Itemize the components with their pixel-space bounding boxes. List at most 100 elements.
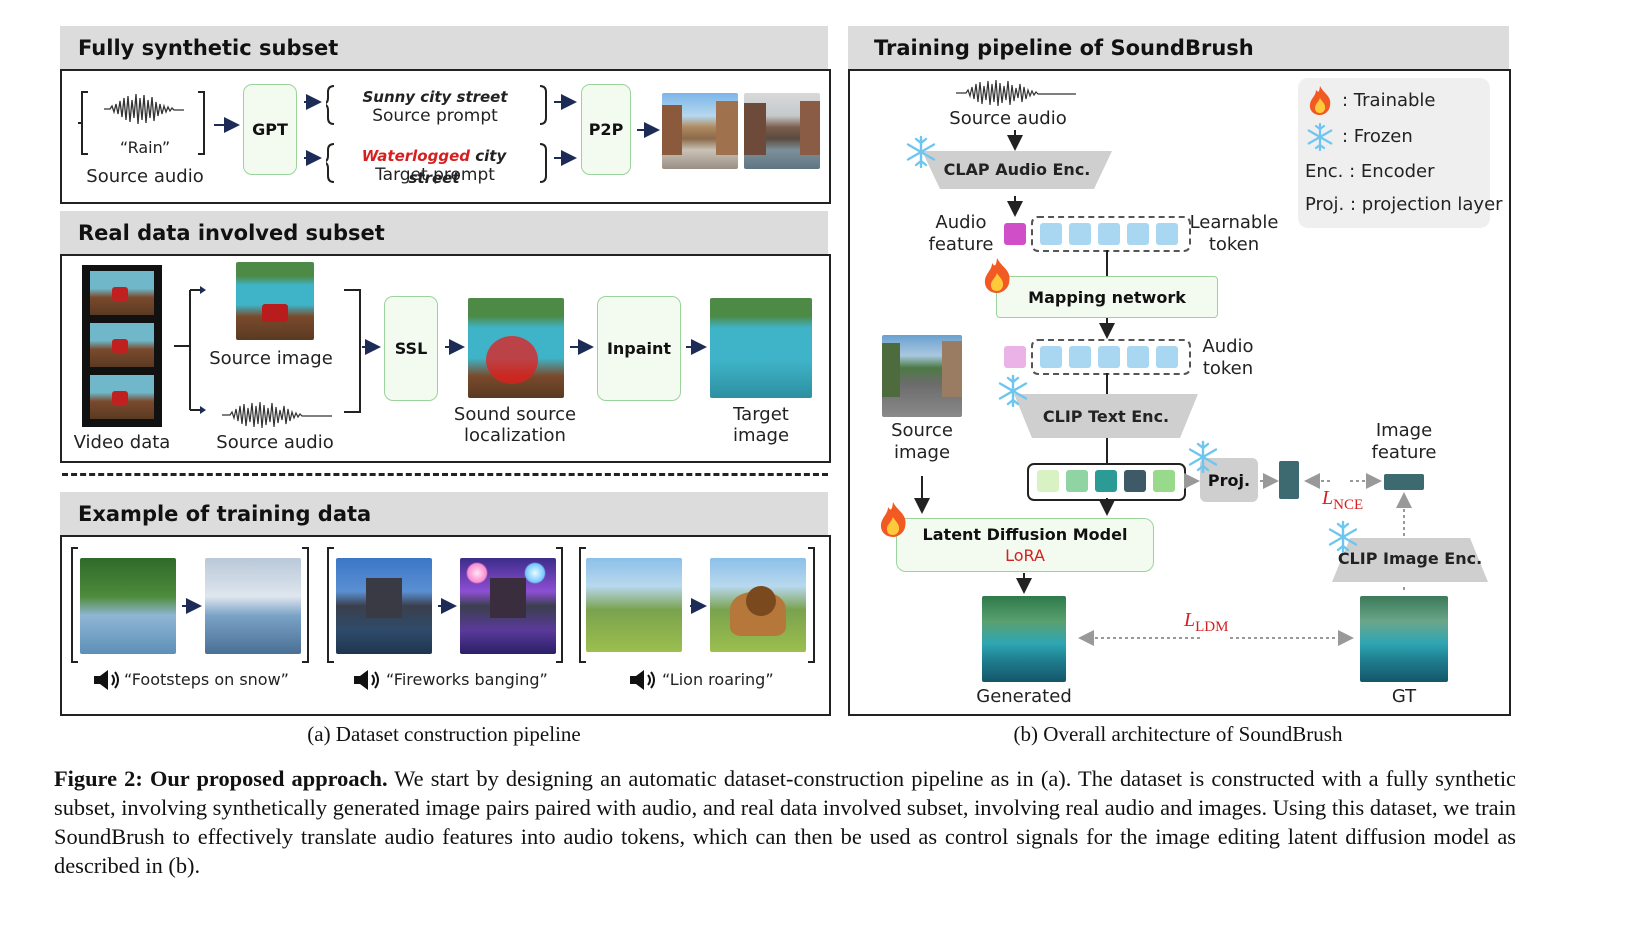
conditioning-token	[1153, 470, 1175, 492]
learnable-token	[1040, 223, 1062, 245]
audio-token	[1098, 346, 1120, 368]
trainable-mapping-fire-icon	[984, 258, 1010, 293]
ground-truth-label: GT	[1391, 686, 1417, 707]
legend-encoder: Enc. : Encoder	[1305, 161, 1435, 182]
image-feature-bar	[1384, 474, 1424, 490]
legend-trainable: : Trainable	[1342, 90, 1436, 111]
rain-bracket-icon	[78, 91, 205, 155]
clip-text-encoder-shape	[1014, 394, 1198, 438]
target-image-line1: Target	[733, 404, 789, 425]
audio-feature-token	[1004, 223, 1026, 245]
example-pond-summer-image	[80, 558, 176, 654]
example-pond-winter-image	[205, 558, 301, 654]
frozen-proj-snowflake-icon	[1188, 440, 1218, 474]
example-header: Example of training data	[60, 492, 828, 536]
nce-loss-subscript: NCE	[1333, 497, 1364, 513]
example-caption-lion: “Lion roaring”	[662, 670, 774, 689]
figure-caption-body: We start by designing an automatic datas…	[54, 766, 1516, 878]
video-data-label: Video data	[73, 432, 171, 453]
audio-token-line1: Audio	[1202, 336, 1254, 357]
nce-loss-label: LNCE	[1322, 487, 1363, 514]
rain-waveform-icon	[104, 93, 184, 125]
ssl-caption-line1: Sound source	[453, 404, 577, 425]
audio-token	[1127, 346, 1149, 368]
audio-token-line2: token	[1202, 358, 1254, 379]
generated-image	[982, 596, 1066, 682]
pipeline-source-image-line1: Source	[891, 420, 953, 441]
subcaption-a: (a) Dataset construction pipeline	[307, 722, 581, 746]
rain-label: “Rain”	[119, 138, 171, 157]
real-source-image-label: Source image	[209, 348, 333, 369]
generated-label: Generated	[976, 686, 1072, 707]
gpt-box: GPT	[243, 84, 297, 175]
target-prompt-red: Waterlogged	[361, 147, 470, 165]
learnable-token-line1: Learnable	[1189, 212, 1279, 233]
mapping-network-box: Mapping network	[996, 276, 1218, 318]
audio-feature-line2: feature	[928, 234, 994, 255]
latent-diffusion-model-box: Latent Diffusion Model LoRA	[896, 518, 1154, 572]
subcaption-b: (b) Overall architecture of SoundBrush	[1013, 722, 1343, 746]
ldm-loss-subscript: LDM	[1195, 619, 1229, 635]
speaker-icon	[354, 670, 379, 690]
example-castle-fireworks-image	[460, 558, 556, 654]
image-feature-line1: Image	[1375, 420, 1433, 441]
ldm-loss-symbol: L	[1184, 609, 1196, 631]
pipeline-source-image	[882, 335, 962, 417]
branch-connector	[174, 286, 361, 414]
real-subset-header: Real data involved subset	[60, 211, 828, 255]
example-caption-footsteps: “Footsteps on snow”	[124, 670, 289, 689]
section-divider	[62, 473, 828, 476]
source-prompt-text: Sunny city street	[362, 88, 508, 106]
snowflake-icon	[1307, 122, 1333, 152]
source-prompt-label: Source prompt	[372, 106, 498, 126]
clip-image-encoder-shape	[1332, 538, 1488, 582]
ssl-caption-line2: localization	[464, 425, 566, 446]
synthetic-subset-header: Fully synthetic subset	[60, 26, 828, 70]
example-panel	[60, 535, 831, 716]
image-feature-line2: feature	[1371, 442, 1437, 463]
ground-truth-image	[1360, 596, 1448, 682]
target-prompt-rest: city street	[408, 147, 507, 187]
frozen-clap-snowflake-icon	[906, 135, 936, 169]
real-subset-panel	[60, 254, 831, 463]
example-caption-fireworks: “Fireworks banging”	[386, 670, 548, 689]
right-arrows	[914, 130, 1412, 646]
example-castle-image	[336, 558, 432, 654]
synthetic-source-audio-label: Source audio	[86, 166, 204, 187]
trainable-ldm-fire-icon	[880, 502, 906, 537]
pipeline-source-image-line2: image	[893, 442, 951, 463]
learnable-token	[1069, 223, 1091, 245]
prompt-bracket-icon	[326, 85, 547, 183]
frozen-clip-text-snowflake-icon	[998, 374, 1028, 408]
video-film-strip	[82, 265, 162, 427]
learnable-token	[1098, 223, 1120, 245]
clip-image-encoder: CLIP Image Enc.	[1337, 549, 1483, 568]
p2p-box: P2P	[581, 84, 631, 175]
projected-feature-bar	[1279, 461, 1299, 499]
speaker-icon	[630, 670, 655, 690]
target-prompt-text: Waterlogged city street	[336, 145, 532, 189]
target-image-line2: image	[732, 425, 790, 446]
ssl-box: SSL	[384, 296, 438, 401]
example-brackets	[71, 547, 815, 663]
conditioning-token	[1095, 470, 1117, 492]
audio-token	[1069, 346, 1091, 368]
sound-source-localization-image	[468, 298, 564, 398]
legend-frozen: : Frozen	[1342, 126, 1413, 147]
target-image	[710, 298, 812, 398]
left-arrows	[182, 94, 707, 614]
target-prompt-label: Target prompt	[375, 165, 495, 185]
conditioning-token	[1066, 470, 1088, 492]
audio-token	[1040, 346, 1062, 368]
projection-layer-box: Proj.	[1200, 458, 1258, 502]
legend-projection: Proj. : projection layer	[1305, 194, 1503, 215]
learnable-token	[1156, 223, 1178, 245]
real-source-audio-label: Source audio	[216, 432, 334, 453]
ldm-loss-label: LLDM	[1184, 609, 1228, 636]
audio-token-group	[1031, 339, 1191, 375]
example-savanna-image	[586, 558, 682, 652]
inpaint-box: Inpaint	[597, 296, 681, 401]
audio-feature-line1: Audio	[935, 212, 987, 233]
fire-icon	[1309, 86, 1331, 115]
figure-caption-title: Figure 2: Our proposed approach.	[54, 766, 388, 791]
